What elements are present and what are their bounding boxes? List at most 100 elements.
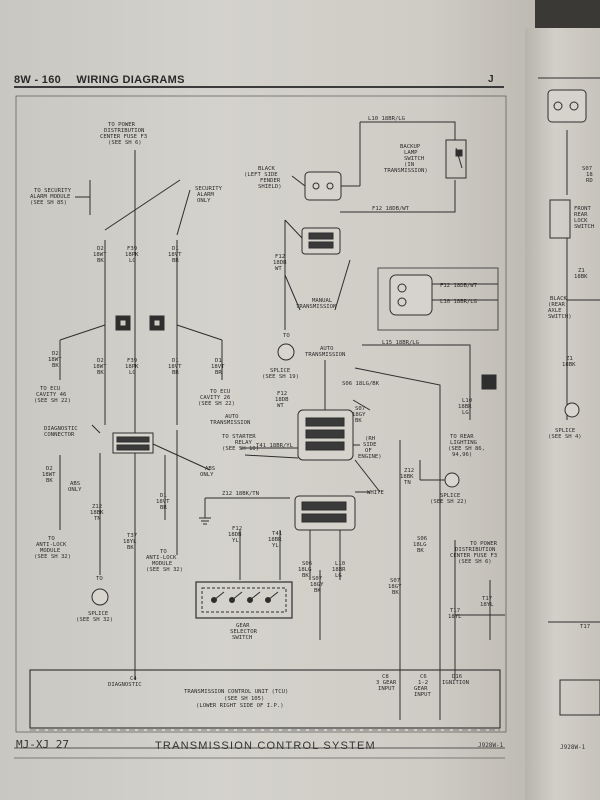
- label-f12-top: F12 18DB/WT: [372, 206, 410, 212]
- section-title: WIRING DIAGRAMS: [76, 74, 185, 86]
- backup-lamp-connector: [304, 171, 342, 201]
- svg-text:SPLICE(SEE SH 22): SPLICE(SEE SH 22): [430, 493, 467, 505]
- footer-model: MJ-XJ 27: [16, 738, 69, 751]
- gear-selector-switch: [195, 581, 293, 619]
- label-l10-right: L10 18BR/LG: [440, 299, 478, 305]
- header-mark: J: [488, 74, 494, 85]
- wire-abs: [152, 443, 211, 471]
- connector-c: [481, 374, 497, 390]
- wire-s06: [354, 367, 441, 720]
- splice-z12: [444, 472, 460, 488]
- svg-text:SPLICE(SEE SH 32): SPLICE(SEE SH 32): [76, 611, 113, 623]
- wire-security-b: [176, 189, 191, 236]
- svg-text:TO: TO: [283, 333, 290, 339]
- page2-connector: [547, 89, 587, 123]
- svg-text:Z12 18BK/TN: Z12 18BK/TN: [222, 491, 259, 497]
- footer-title: TRANSMISSION CONTROL SYSTEM: [155, 740, 376, 752]
- splice-f12: [277, 343, 295, 361]
- svg-text:SPLICE(SEE SH 4): SPLICE(SEE SH 4): [548, 428, 582, 440]
- svg-text:TO: TO: [96, 576, 103, 582]
- splice-lower: [91, 588, 109, 606]
- page-header: 8W - 160 WIRING DIAGRAMS: [14, 74, 197, 86]
- wire-security-a: [104, 179, 181, 231]
- manual-trans-connector: [301, 227, 341, 255]
- backup-lamp-switch: [445, 139, 467, 179]
- svg-text:SPLICE(SEE SH 19): SPLICE(SEE SH 19): [262, 368, 299, 380]
- label-l10-top: L10 18BR/LG: [368, 116, 406, 122]
- footer-code: J928W-1: [478, 742, 504, 749]
- svg-text:L15 18BR/LG: L15 18BR/LG: [382, 340, 420, 346]
- header-rule: [14, 86, 504, 88]
- page2-switch: [549, 199, 571, 239]
- wire-ecu-46: [59, 324, 106, 341]
- diagram-frame: [15, 95, 507, 733]
- manual-page-right: [525, 28, 600, 800]
- svg-text:T41 18BR/YL: T41 18BR/YL: [256, 443, 294, 449]
- right-connector-box: [377, 267, 499, 331]
- svg-text:TRANSMISSION CONTROL UNIT (TCU: TRANSMISSION CONTROL UNIT (TCU)(SEE SH 1…: [184, 689, 288, 709]
- tcu-box: [29, 669, 501, 729]
- label-f12-right: F12 18DB/WT: [440, 283, 478, 289]
- wire-l10-switch: [360, 121, 456, 140]
- wire-l15: [362, 344, 471, 365]
- right-connector: [389, 274, 433, 316]
- section-number: 8W - 160: [14, 74, 62, 86]
- svg-text:WHITE: WHITE: [367, 490, 384, 496]
